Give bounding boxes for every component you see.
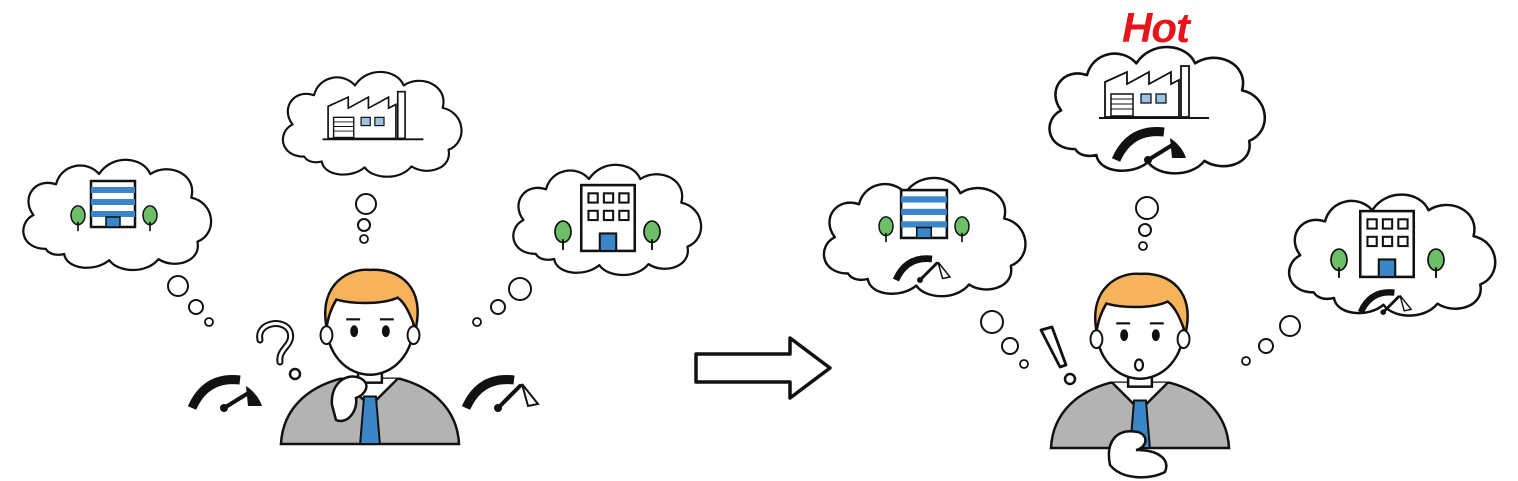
left-scene [22, 70, 703, 446]
apartment-building-icon [579, 183, 637, 253]
thought-cloud-icon [22, 158, 213, 272]
speedometer-gauge-icon [466, 380, 538, 412]
right-scene: Hot [822, 4, 1497, 479]
speedometer-gauge-icon [192, 380, 262, 412]
question-mark-icon [256, 320, 302, 381]
thought-cloud-icon [512, 163, 703, 277]
office-building-icon [899, 188, 949, 240]
thought-cloud-icon [1048, 45, 1267, 175]
thinking-person-icon [279, 268, 461, 446]
apartment-building-icon [1358, 209, 1416, 279]
thought-cloud-icon [822, 176, 1027, 298]
office-building-icon [89, 179, 137, 229]
right-arrow-icon [694, 336, 832, 400]
hot-label: Hot [1122, 4, 1192, 51]
thought-cloud-icon [281, 70, 463, 178]
thought-cloud-icon [1287, 193, 1497, 317]
exclamation-mark-icon [1039, 325, 1077, 386]
